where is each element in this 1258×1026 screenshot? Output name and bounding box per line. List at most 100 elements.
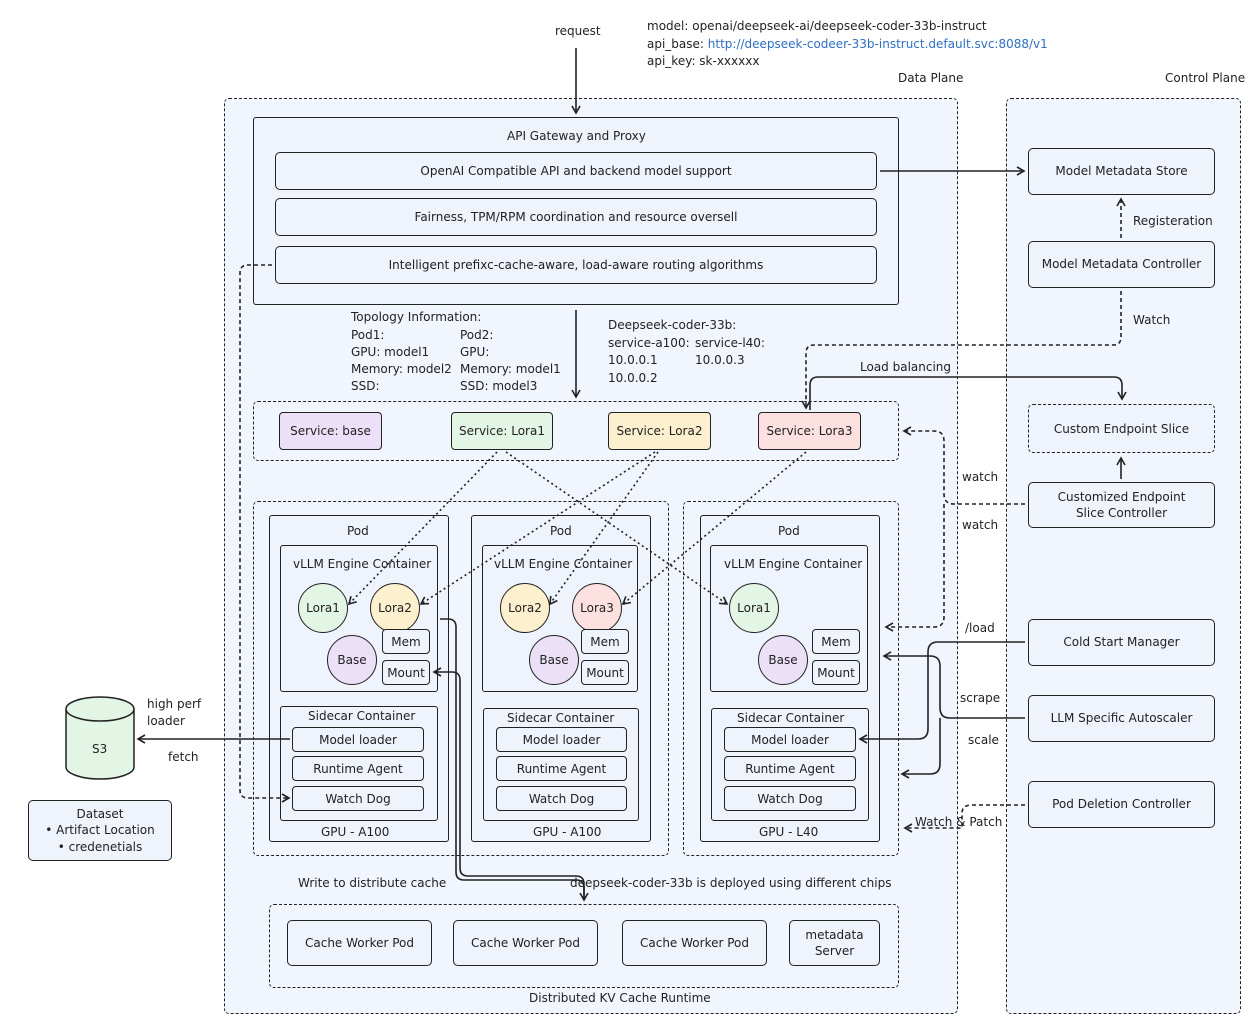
service-lora3[interactable]: Service: Lora3 <box>758 412 861 450</box>
deepseek-l40-0: service-l40: <box>695 336 765 350</box>
load-label: /load <box>965 621 995 635</box>
topology-pod2-1: GPU: <box>460 345 490 359</box>
pod-3-watch-dog[interactable]: Watch Dog <box>724 786 856 811</box>
watch-label: Watch <box>1133 313 1171 327</box>
pod-3-mem[interactable]: Mem <box>812 629 860 654</box>
pod-3-lora1[interactable]: Lora1 <box>729 583 779 633</box>
slice-controller-line-2: Slice Controller <box>1075 506 1168 520</box>
llm-specific-autoscaler[interactable]: LLM Specific Autoscaler <box>1028 695 1215 742</box>
cache-worker-3[interactable]: Cache Worker Pod <box>622 920 767 966</box>
control-plane-label: Control Plane <box>1165 71 1246 85</box>
high-perf-label-2: loader <box>147 714 185 728</box>
cache-worker-1[interactable]: Cache Worker Pod <box>287 920 432 966</box>
request-label: request <box>555 24 601 38</box>
scrape-label: scrape <box>960 691 1001 705</box>
topology-pod1-3: SSD: <box>351 379 380 393</box>
pod-2-model-loader[interactable]: Model loader <box>496 727 627 752</box>
high-perf-label-1: high perf <box>147 697 202 711</box>
gateway-fairness[interactable]: Fairness, TPM/RPM coordination and resou… <box>275 198 877 236</box>
pod-1-mount[interactable]: Mount <box>382 660 430 685</box>
deepseek-a100-1: 10.0.0.1 <box>608 353 658 367</box>
kv-cache-runtime-label: Distributed KV Cache Runtime <box>529 991 711 1005</box>
dataset-item-1: • Artifact Location <box>45 823 155 838</box>
fetch-label: fetch <box>168 750 199 764</box>
control-plane-region <box>1006 98 1241 1014</box>
service-lora2[interactable]: Service: Lora2 <box>608 412 711 450</box>
api-key-line: api_key: sk-xxxxxx <box>647 54 760 68</box>
pod-2-title: Pod <box>550 524 572 538</box>
dataset-item-2-text: credenetials <box>68 839 143 854</box>
customized-endpoint-slice-controller[interactable]: Customized Endpoint Slice Controller <box>1028 482 1215 528</box>
topology-pod2-3: SSD: model3 <box>460 379 538 393</box>
pod-1-model-loader[interactable]: Model loader <box>292 727 424 752</box>
api-base-label: api_base: <box>647 37 708 51</box>
pod-3-runtime-agent[interactable]: Runtime Agent <box>724 756 856 781</box>
dataset-item-2: • credenetials <box>57 839 143 854</box>
pod-2-engine-title: vLLM Engine Container <box>494 557 633 571</box>
load-balancing-label: Load balancing <box>860 360 952 374</box>
deepseek-l40-1: 10.0.0.3 <box>695 353 745 367</box>
scale-label: scale <box>968 733 999 747</box>
dataset-item-1-text: Artifact Location <box>56 823 155 838</box>
pod-2-gpu: GPU - A100 <box>533 825 602 839</box>
pod-deletion-controller[interactable]: Pod Deletion Controller <box>1028 781 1215 828</box>
pod-3-sidecar-title: Sidecar Container <box>737 711 845 725</box>
cache-worker-2[interactable]: Cache Worker Pod <box>453 920 598 966</box>
pod-1-engine-title: vLLM Engine Container <box>293 557 432 571</box>
dataset-title: Dataset <box>76 807 124 822</box>
deepseek-a100-0: service-a100: <box>608 336 690 350</box>
metadata-server-line-1: metadata <box>805 927 864 942</box>
api-base-link[interactable]: http://deepseek-codeer-33b-instruct.defa… <box>707 37 1048 51</box>
api-base-line: api_base: http://deepseek-codeer-33b-ins… <box>647 37 1048 51</box>
pod-3-model-loader[interactable]: Model loader <box>724 727 856 752</box>
deepseek-a100-2: 10.0.0.2 <box>608 371 658 385</box>
pod-2-mount[interactable]: Mount <box>581 660 629 685</box>
model-metadata-controller[interactable]: Model Metadata Controller <box>1028 241 1215 288</box>
pod-2-lora2[interactable]: Lora2 <box>500 583 550 633</box>
model-line: model: openai/deepseek-ai/deepseek-coder… <box>647 19 987 33</box>
kv-cache-group <box>269 904 899 988</box>
gateway-routing[interactable]: Intelligent prefixc-cache-aware, load-aw… <box>275 246 877 284</box>
pod-1-title: Pod <box>347 524 369 538</box>
api-gateway-title: API Gateway and Proxy <box>507 129 646 143</box>
pod-2-watch-dog[interactable]: Watch Dog <box>496 786 627 811</box>
topology-pod2-2: Memory: model1 <box>460 362 561 376</box>
pod-1-base[interactable]: Base <box>327 635 377 685</box>
pod-1-lora1[interactable]: Lora1 <box>298 583 348 633</box>
cold-start-manager[interactable]: Cold Start Manager <box>1028 619 1215 666</box>
pod-2-mem[interactable]: Mem <box>581 629 629 654</box>
data-plane-label: Data Plane <box>898 71 964 85</box>
registeration-label: Registeration <box>1133 214 1213 228</box>
pod-2-sidecar-title: Sidecar Container <box>507 711 615 725</box>
custom-endpoint-slice-label: Custom Endpoint Slice <box>1053 421 1190 436</box>
s3-label: S3 <box>92 742 108 756</box>
pod-3-engine-title: vLLM Engine Container <box>724 557 863 571</box>
service-base[interactable]: Service: base <box>279 412 382 450</box>
pod-3-mount[interactable]: Mount <box>812 660 860 685</box>
pod-1-watch-dog[interactable]: Watch Dog <box>292 786 424 811</box>
topology-pod1-1: GPU: model1 <box>351 345 430 359</box>
pod-2-lora3[interactable]: Lora3 <box>572 583 622 633</box>
custom-endpoint-slice[interactable]: Custom Endpoint Slice <box>1028 404 1215 453</box>
pod-1-lora2[interactable]: Lora2 <box>370 583 420 633</box>
service-lora1[interactable]: Service: Lora1 <box>451 412 553 450</box>
pod-3-title: Pod <box>778 524 800 538</box>
pod-2-base[interactable]: Base <box>529 635 579 685</box>
metadata-server[interactable]: metadata Server <box>789 920 880 966</box>
topology-title: Topology Information: <box>351 310 482 324</box>
pod-1-mem[interactable]: Mem <box>382 629 430 654</box>
write-cache-label: Write to distribute cache <box>298 876 447 890</box>
pod-2-runtime-agent[interactable]: Runtime Agent <box>496 756 627 781</box>
slice-controller-line-1: Customized Endpoint <box>1057 489 1186 504</box>
gateway-openai-api[interactable]: OpenAI Compatible API and backend model … <box>275 152 877 190</box>
s3-cylinder-icon <box>65 696 135 780</box>
pod-3-base[interactable]: Base <box>758 635 808 685</box>
dataset-box[interactable]: Dataset • Artifact Location • credenetia… <box>28 800 172 861</box>
model-metadata-store[interactable]: Model Metadata Store <box>1028 148 1215 195</box>
watch-label-a: watch <box>962 470 999 484</box>
pod-1-runtime-agent[interactable]: Runtime Agent <box>292 756 424 781</box>
watch-label-b: watch <box>962 518 999 532</box>
topology-pod1-2: Memory: model2 <box>351 362 452 376</box>
topology-pod2-0: Pod2: <box>460 328 494 342</box>
metadata-server-line-2: Server <box>814 944 855 958</box>
